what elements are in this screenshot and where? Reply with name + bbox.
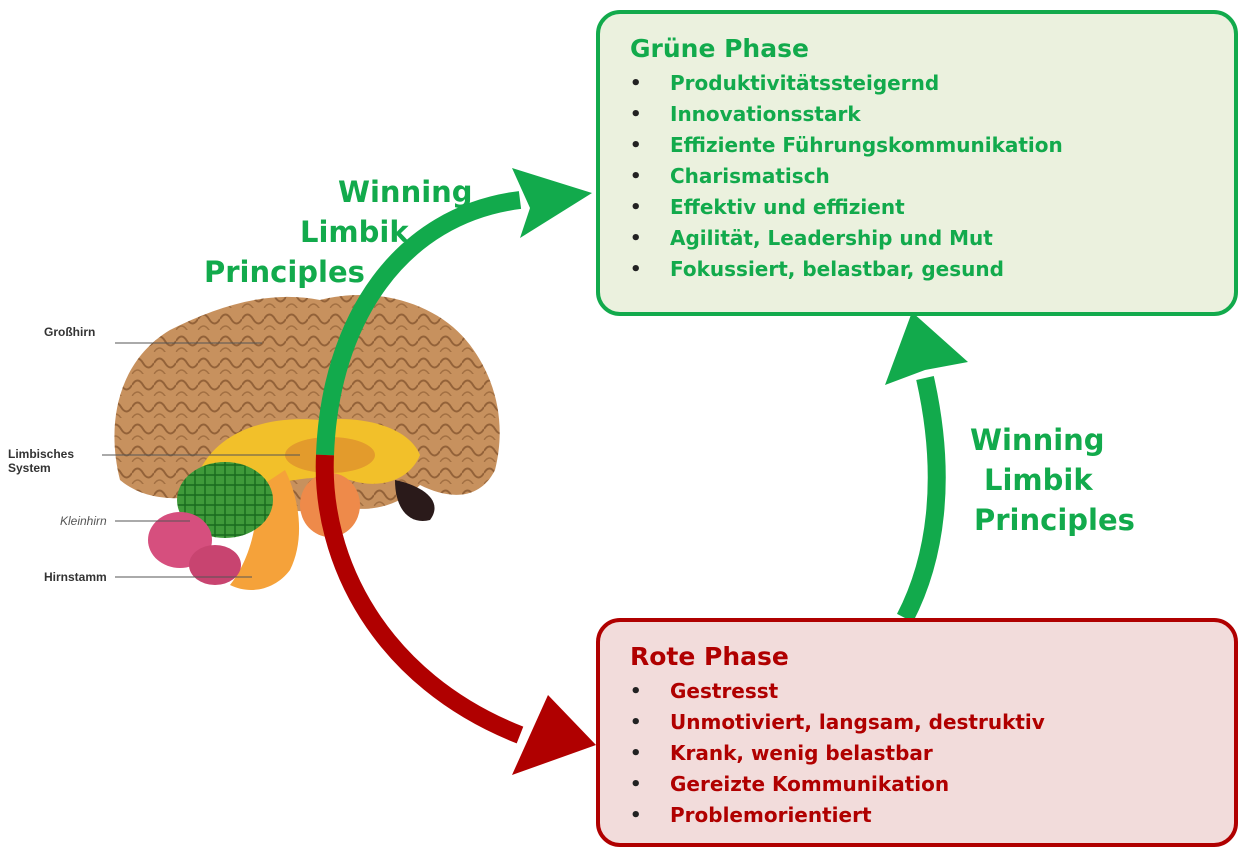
arrow-label-left: Winning Limbik Principles — [200, 172, 473, 292]
bullet-icon: • — [630, 161, 642, 192]
bullet-icon: • — [630, 68, 642, 99]
bullet-icon: • — [630, 676, 642, 707]
list-item-text: Gereizte Kommunikation — [670, 772, 949, 796]
list-item-text: Problemorientiert — [670, 803, 872, 827]
list-item: • Unmotiviert, langsam, destruktiv — [630, 707, 1210, 738]
label-grosshirn: Großhirn — [44, 325, 95, 339]
bullet-icon: • — [630, 99, 642, 130]
bullet-icon: • — [630, 254, 642, 285]
arrow-label-left-line3: Principles — [200, 252, 473, 292]
bullet-icon: • — [630, 130, 642, 161]
red-phase-title: Rote Phase — [630, 642, 1210, 672]
list-item: • Gestresst — [630, 676, 1210, 707]
arrow-label-right-line2: Limbik — [970, 460, 1135, 500]
list-item-text: Unmotiviert, langsam, destruktiv — [670, 710, 1045, 734]
list-item: • Effektiv und effizient — [630, 192, 1210, 223]
list-item-text: Innovationsstark — [670, 102, 861, 126]
label-kleinhirn: Kleinhirn — [60, 514, 107, 528]
list-item: • Produktivitätssteigernd — [630, 68, 1210, 99]
arrow-head-green-left — [512, 168, 592, 238]
list-item-text: Fokussiert, belastbar, gesund — [670, 257, 1004, 281]
arrow-head-green-right — [885, 312, 968, 385]
list-item: • Problemorientiert — [630, 800, 1210, 831]
list-item-text: Charismatisch — [670, 164, 830, 188]
arrow-green-right — [905, 378, 937, 618]
list-item: • Effiziente Führungskommunikation — [630, 130, 1210, 161]
list-item: • Fokussiert, belastbar, gesund — [630, 254, 1210, 285]
list-item: • Gereizte Kommunikation — [630, 769, 1210, 800]
arrow-head-red — [512, 695, 596, 775]
list-item-text: Effiziente Führungskommunikation — [670, 133, 1063, 157]
arrow-label-right: Winning Limbik Principles — [970, 420, 1135, 540]
bullet-icon: • — [630, 800, 642, 831]
list-item-text: Effektiv und effizient — [670, 195, 905, 219]
arrow-label-left-line2: Limbik — [200, 212, 473, 252]
list-item: • Innovationsstark — [630, 99, 1210, 130]
list-item-text: Agilität, Leadership und Mut — [670, 226, 993, 250]
bullet-icon: • — [630, 192, 642, 223]
list-item-text: Produktivitätssteigernd — [670, 71, 939, 95]
green-phase-title: Grüne Phase — [630, 34, 1210, 64]
label-limbisches-system: Limbisches System — [8, 447, 74, 475]
green-phase-list: • Produktivitätssteigernd • Innovationssta… — [630, 68, 1210, 285]
bullet-icon: • — [630, 738, 642, 769]
red-phase-list: • Gestresst • Unmotiviert, langsam, destru… — [630, 676, 1210, 831]
arrow-label-right-line3: Principles — [970, 500, 1135, 540]
arrow-label-left-line1: Winning — [200, 172, 473, 212]
label-limbisches-line2: System — [8, 461, 74, 475]
list-item: • Charismatisch — [630, 161, 1210, 192]
list-item-text: Krank, wenig belastbar — [670, 741, 933, 765]
list-item-text: Gestresst — [670, 679, 778, 703]
label-hirnstamm: Hirnstamm — [44, 570, 107, 584]
label-limbisches-line1: Limbisches — [8, 447, 74, 461]
brain-illustration — [102, 295, 500, 590]
green-phase-box: Grüne Phase • Produktivitätssteigernd • In… — [596, 10, 1238, 316]
arrow-label-right-line1: Winning — [970, 420, 1135, 460]
bullet-icon: • — [630, 223, 642, 254]
list-item: • Krank, wenig belastbar — [630, 738, 1210, 769]
list-item: • Agilität, Leadership und Mut — [630, 223, 1210, 254]
bullet-icon: • — [630, 769, 642, 800]
bullet-icon: • — [630, 707, 642, 738]
red-phase-box: Rote Phase • Gestresst • Unmotiviert, lang… — [596, 618, 1238, 847]
